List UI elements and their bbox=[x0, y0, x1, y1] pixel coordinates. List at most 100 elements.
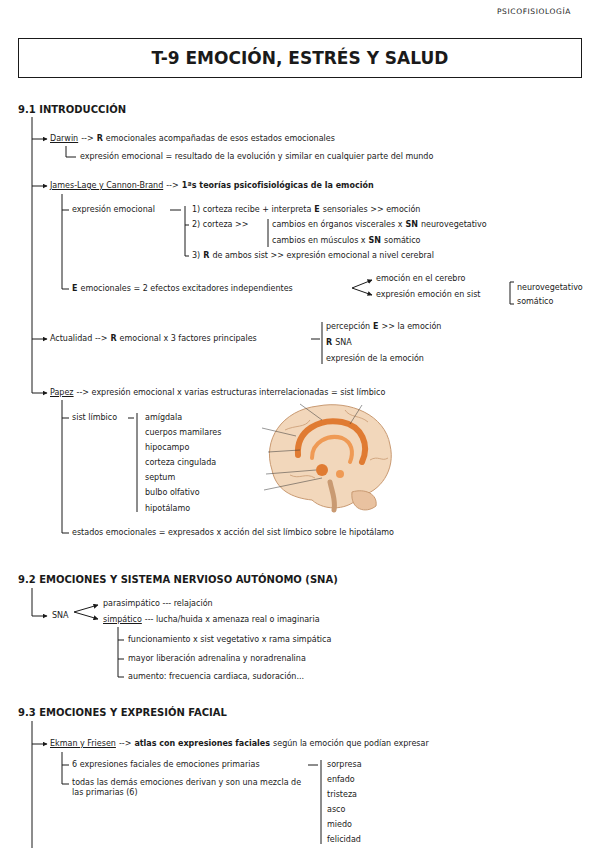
note-text: --> bbox=[81, 134, 93, 144]
tree-line bbox=[62, 194, 69, 289]
page-header: PSICOFISIOLOGÍA bbox=[497, 7, 571, 16]
note-text: de ambos sist >> expresión emocional a n… bbox=[212, 251, 434, 261]
text-line: miedo bbox=[327, 820, 352, 830]
tree-line bbox=[118, 627, 124, 677]
text-line: sist límbico bbox=[72, 413, 117, 423]
underlined-term: simpático bbox=[103, 615, 142, 625]
note-text: mayor liberación adrenalina y noradrenal… bbox=[128, 654, 306, 664]
bracket bbox=[170, 206, 189, 256]
underlined-term: Papez bbox=[50, 388, 74, 398]
section-heading: 9.1 INTRODUCCIÓN bbox=[18, 104, 126, 117]
note-text: cuerpos mamilares bbox=[145, 428, 221, 438]
note-text: expresión emocional bbox=[72, 205, 155, 215]
text-line: percepciónE >> la emoción bbox=[326, 322, 441, 332]
bracket bbox=[311, 322, 322, 364]
text-line: PSICOFISIOLOGÍA bbox=[497, 7, 571, 16]
note-text: hipotálamo bbox=[145, 504, 190, 514]
text-line: neurovegetativo bbox=[517, 283, 583, 293]
note-text: 1) corteza recibe + interpreta bbox=[192, 205, 311, 215]
page-title: T-9 EMOCIÓN, ESTRÉS Y SALUD bbox=[152, 48, 449, 68]
text-line: todas las demás emociones derivan y son … bbox=[72, 778, 312, 798]
note-text: cambios en órganos viscerales x bbox=[272, 220, 402, 230]
title-box: T-9 EMOCIÓN, ESTRÉS Y SALUD bbox=[18, 38, 582, 78]
text-line: estados emocionales = expresados x acció… bbox=[72, 528, 394, 538]
text-line: expresión emocional bbox=[72, 205, 155, 215]
branch-arrow bbox=[32, 744, 47, 745]
note-text: felicidad bbox=[327, 835, 361, 845]
note-text: --> bbox=[119, 739, 131, 749]
note-text: SNA bbox=[335, 338, 352, 348]
text-line: hipotálamo bbox=[145, 504, 190, 514]
split-arrow bbox=[352, 288, 372, 295]
text-line: tristeza bbox=[327, 790, 357, 800]
split-arrow bbox=[74, 605, 98, 612]
elbow-line bbox=[66, 146, 76, 157]
text-line: funcionamiento x sist vegetativo x rama … bbox=[128, 635, 331, 645]
note-text: expresión de la emoción bbox=[326, 354, 424, 364]
text-line: Actualidad -->Remocional x 3 factores pr… bbox=[50, 334, 257, 344]
note-text: 6 expresiones faciales de emociones prim… bbox=[72, 760, 260, 770]
tree-line bbox=[62, 752, 69, 784]
note-text: sensoriales >> emoción bbox=[323, 205, 421, 215]
text-line: 9.1 INTRODUCCIÓN bbox=[18, 104, 126, 117]
text-line: 2) corteza >> bbox=[192, 220, 248, 230]
note-text: --- lucha/huida x amenaza real o imagina… bbox=[145, 615, 320, 625]
section-heading: 9.2 EMOCIONES Y SISTEMA NERVIOSO AUTÓNOM… bbox=[18, 574, 338, 587]
text-line: simpático--- lucha/huida x amenaza real … bbox=[103, 615, 320, 625]
text-line: parasimpático --- relajación bbox=[103, 599, 213, 609]
bracket bbox=[128, 413, 137, 512]
bold-term: SN bbox=[405, 220, 417, 230]
bold-term: E bbox=[373, 322, 378, 332]
tree-line bbox=[62, 400, 69, 533]
underlined-term: Darwin bbox=[50, 134, 78, 144]
note-text: neurovegetativo bbox=[421, 220, 487, 230]
bold-term: R bbox=[110, 334, 116, 344]
note-text: enfado bbox=[327, 775, 355, 785]
text-line: asco bbox=[327, 805, 345, 815]
text-line: Papez--> expresión emocional x varias es… bbox=[50, 388, 385, 398]
text-line: septum bbox=[145, 473, 175, 483]
text-line: 9.2 EMOCIONES Y SISTEMA NERVIOSO AUTÓNOM… bbox=[18, 574, 338, 587]
bold-term: R bbox=[97, 134, 103, 144]
text-line: sorpresa bbox=[327, 760, 362, 770]
branch-arrow bbox=[32, 588, 47, 616]
note-text: 3) bbox=[192, 251, 200, 261]
text-line: enfado bbox=[327, 775, 355, 785]
text-line: corteza cingulada bbox=[145, 458, 216, 468]
note-text: sist límbico bbox=[72, 413, 117, 423]
note-text: emoción en el cerebro bbox=[376, 274, 465, 284]
note-text: funcionamiento x sist vegetativo x rama … bbox=[128, 635, 331, 645]
note-text: amígdala bbox=[145, 413, 182, 423]
text-line: cuerpos mamilares bbox=[145, 428, 221, 438]
note-text: somático bbox=[384, 236, 420, 246]
note-text: hipocampo bbox=[145, 443, 189, 453]
text-line: 1) corteza recibe + interpretaEsensorial… bbox=[192, 205, 420, 215]
text-line: somático bbox=[517, 297, 553, 307]
text-line: aumento: frecuencia cardiaca, sudoración… bbox=[128, 672, 304, 682]
text-line: Eemocionales = 2 efectos excitadores ind… bbox=[72, 284, 293, 294]
branch-arrow bbox=[32, 139, 47, 140]
text-line: bulbo olfativo bbox=[145, 488, 200, 498]
bracket bbox=[308, 760, 321, 844]
note-text: todas las demás emociones derivan y son … bbox=[72, 778, 301, 797]
section-heading: 9.3 EMOCIONES Y EXPRESIÓN FACIAL bbox=[18, 707, 227, 720]
bold-term: E bbox=[72, 284, 77, 294]
branch-arrow bbox=[32, 186, 47, 187]
brain-illustration bbox=[262, 404, 391, 510]
text-line: felicidad bbox=[327, 835, 361, 845]
text-line: Darwin-->Remocionales acompañadas de eso… bbox=[50, 134, 335, 144]
text-line: mayor liberación adrenalina y noradrenal… bbox=[128, 654, 306, 664]
text-line: expresión emocional = resultado de la ev… bbox=[80, 152, 433, 162]
note-text: expresión emoción en sist bbox=[376, 290, 481, 300]
note-text: septum bbox=[145, 473, 175, 483]
note-text: miedo bbox=[327, 820, 352, 830]
text-line: hipocampo bbox=[145, 443, 189, 453]
text-line: RSNA bbox=[326, 338, 352, 348]
note-text: >> la emoción bbox=[382, 322, 442, 332]
bold-term: R bbox=[203, 251, 209, 261]
note-text: somático bbox=[517, 297, 553, 307]
text-line: expresión de la emoción bbox=[326, 354, 424, 364]
text-line: SNA bbox=[52, 611, 69, 621]
note-text: percepción bbox=[326, 322, 370, 332]
